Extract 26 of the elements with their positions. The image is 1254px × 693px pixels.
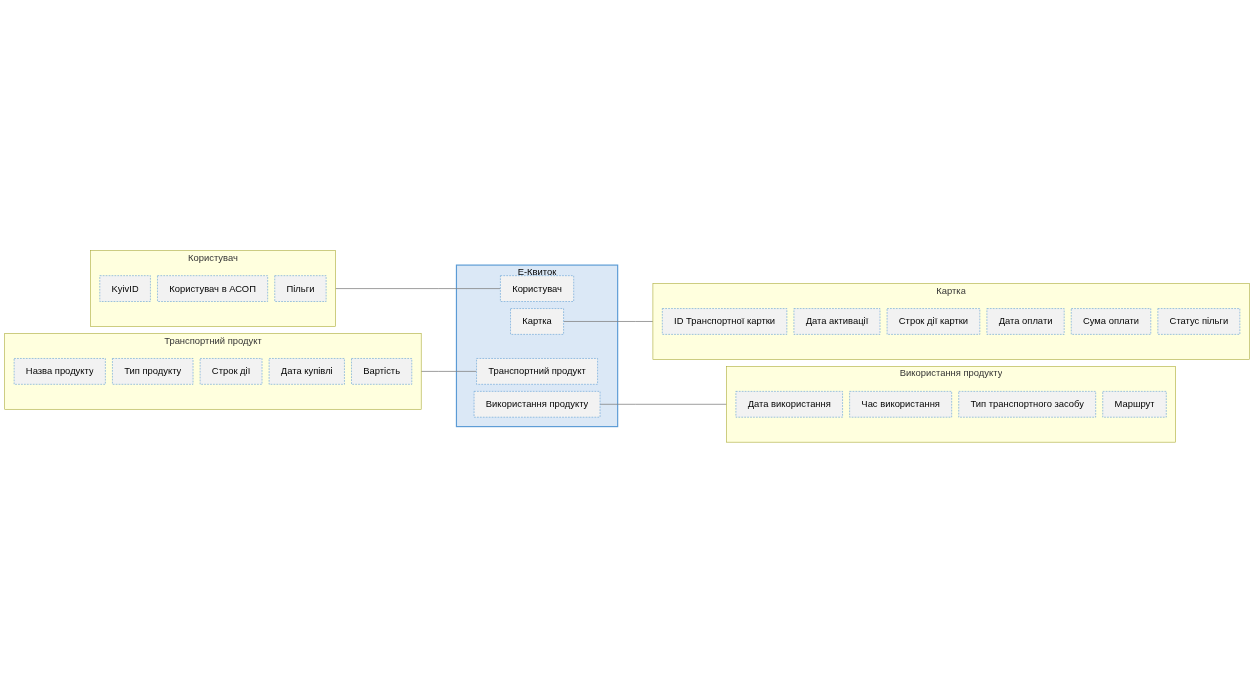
- node-box: Використання продукту: [473, 391, 601, 418]
- node-box: KyivID: [99, 275, 151, 302]
- node-box: Строк дії: [199, 358, 263, 385]
- connector: [420, 371, 477, 372]
- connector: [563, 321, 654, 322]
- node-box: Картка: [510, 308, 564, 335]
- node-box: Пільги: [274, 275, 327, 302]
- node-box: Дата оплати: [986, 308, 1065, 335]
- node-box: ID Транспортної картки: [662, 308, 788, 335]
- node-box: Статус пільги: [1157, 308, 1241, 335]
- node-box: Назва продукту: [13, 358, 106, 385]
- connector: [335, 288, 501, 290]
- node-box: Дата активації: [793, 308, 881, 335]
- node-box: Дата використання: [735, 391, 843, 418]
- node-box: Строк дії картки: [886, 308, 981, 335]
- node-box: Транспортний продукт: [476, 358, 598, 385]
- node-box: Час використання: [849, 391, 952, 418]
- node-box: Дата купівлі: [268, 358, 345, 385]
- node-box: Тип транспортного засобу: [958, 391, 1096, 418]
- node-box: Користувач в АСОП: [157, 275, 268, 302]
- node-box: Тип продукту: [112, 358, 194, 385]
- connector: [599, 403, 727, 405]
- node-box: Вартість: [351, 358, 413, 385]
- node-box: Маршрут: [1102, 391, 1167, 418]
- node-box: Користувач: [500, 275, 574, 302]
- node-box: Сума оплати: [1070, 308, 1152, 335]
